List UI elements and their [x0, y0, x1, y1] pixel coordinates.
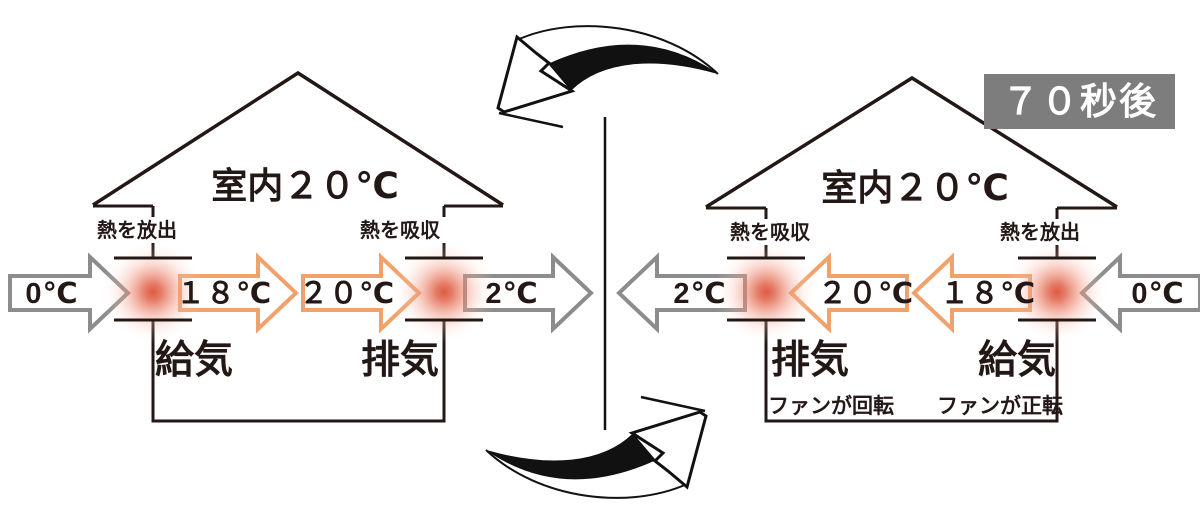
heat-glow-icon: [392, 240, 496, 344]
temp-label: ２０℃: [299, 278, 395, 310]
heat-glow-icon: [101, 240, 205, 344]
unit-cabinet-outline: [764, 320, 1059, 423]
unit-cabinet-outline: [151, 320, 446, 423]
roof-outline: [705, 75, 1118, 209]
temp-label: ２０℃: [818, 278, 914, 310]
curved-arrow-right-icon: [484, 395, 708, 500]
fan-note: ファンが正転: [937, 394, 1063, 418]
unit-label-exhaust: 排気: [771, 339, 849, 382]
temp-label: 0℃: [25, 278, 78, 310]
house-after-group: 室内２０℃ 熱を吸収 熱を放出 2℃ ２０℃ １８℃ 0℃ 排気 給気 ファンが…: [616, 75, 1200, 423]
time-badge-label: ７０秒後: [1002, 81, 1158, 122]
heat-glow-icon: [714, 240, 818, 344]
temp-label: １８℃: [176, 278, 272, 310]
roof-outline: [92, 70, 504, 207]
room-temp-label: 室内２０℃: [821, 167, 1009, 208]
vent-note: 熱を吸収: [360, 219, 441, 242]
temp-label: 2℃: [485, 278, 538, 310]
house-before-group: 室内２０℃ 熱を放出 熱を吸収 0℃ １８℃ ２０℃ 2℃ 給気 排気: [8, 70, 594, 423]
unit-label-supply: 給気: [978, 339, 1056, 382]
vent-note: 熱を放出: [97, 218, 177, 242]
temp-label: 0℃: [1131, 278, 1184, 310]
time-badge: ７０秒後: [984, 74, 1175, 129]
vent-note: 熱を放出: [1000, 220, 1080, 244]
curved-arrow-left-icon: [496, 24, 720, 129]
temp-label: 2℃: [673, 278, 726, 310]
heat-glow-icon: [1005, 240, 1109, 344]
room-temp-label: 室内２０℃: [211, 165, 399, 206]
fan-note: ファンが回転: [768, 394, 894, 418]
time-badge-background: [984, 74, 1175, 129]
unit-label-exhaust: 排気: [361, 339, 439, 382]
temp-label: １８℃: [940, 278, 1036, 310]
unit-label-supply: 給気: [155, 339, 233, 382]
duct-openings: [727, 256, 1096, 322]
vent-note: 熱を吸収: [730, 221, 811, 244]
duct-openings: [114, 256, 483, 322]
